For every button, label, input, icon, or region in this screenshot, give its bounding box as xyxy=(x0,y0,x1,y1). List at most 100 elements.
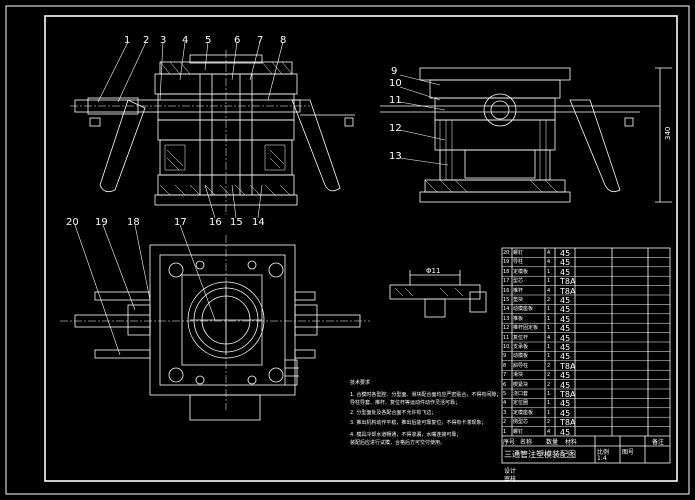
bom-cell-no: 13 xyxy=(503,315,510,322)
bom-cell-qty: 2 xyxy=(547,297,551,303)
bom-cell-mat: 45 xyxy=(560,296,571,305)
sheet-label: 图号 xyxy=(622,449,635,456)
part-no-2: 2 xyxy=(143,35,150,46)
bom-cell-name: 侧型芯 xyxy=(513,419,529,426)
bom-cell-no: 12 xyxy=(503,325,510,332)
bom-cell-qty: 1 xyxy=(547,400,551,407)
leader-lines xyxy=(74,41,449,356)
tee-part-view xyxy=(389,270,487,318)
bom-header-note: 备注 xyxy=(652,439,665,446)
bom-cell-name: 滑块 xyxy=(513,372,524,379)
bom-cell-qty: 1 xyxy=(547,325,551,332)
bom-cell-no: 6 xyxy=(503,381,507,388)
bom-cell-name: 动模板 xyxy=(513,353,529,360)
bom-cell-name: 推杆固定板 xyxy=(513,325,539,332)
bom-cell-no: 4 xyxy=(503,400,507,407)
bom-cell-mat: 45 xyxy=(560,427,571,437)
bom-cell-no: 10 xyxy=(503,344,510,350)
notes-line: 4. 模具冷却水道畅通，不得渗漏，水嘴连接可靠； xyxy=(350,432,462,438)
bom-header-mat: 材料 xyxy=(565,439,578,446)
bom-cell-qty: 4 xyxy=(547,428,551,435)
bom-cell-mat: 45 xyxy=(560,408,571,418)
height-dimension-text: 340 xyxy=(664,127,672,140)
bom-cell-mat: 45 xyxy=(560,352,571,362)
part-no-20: 20 xyxy=(66,217,79,228)
bom-cell-mat: T8A xyxy=(560,390,575,399)
bom-cell-no: 7 xyxy=(503,372,507,379)
bom-cell-name: 推板 xyxy=(513,315,524,322)
bom-cell-name: 定模座板 xyxy=(513,409,534,416)
side-view xyxy=(380,67,672,203)
bom-cell-qty: 1 xyxy=(547,409,551,416)
bom-cell-no: 3 xyxy=(503,409,507,416)
part-no-15: 15 xyxy=(230,217,243,228)
part-no-6: 6 xyxy=(234,35,241,46)
bom-cell-qty: 1 xyxy=(547,353,551,360)
bom-cell-name: 螺钉 xyxy=(513,428,524,435)
part-no-19: 19 xyxy=(95,217,108,228)
bom-cell-mat: 45 xyxy=(560,380,571,390)
bom-cell-mat: 45 xyxy=(560,399,571,409)
bom-cell-qty: 4 xyxy=(547,287,551,294)
bom-cell-qty: 4 xyxy=(547,334,551,341)
bom-cell-name: 复位杆 xyxy=(513,334,529,341)
part-no-4: 4 xyxy=(182,35,189,46)
bom-cell-no: 16 xyxy=(503,287,510,294)
bom-cell-name: 动模座板 xyxy=(513,306,534,313)
part-no-3: 3 xyxy=(160,35,167,46)
bom-cell-qty: 4 xyxy=(547,259,551,266)
bom-cell-mat: 45 xyxy=(560,324,571,334)
bom-cell-name: 支承板 xyxy=(513,344,529,350)
bom-cell-qty: 1 xyxy=(547,391,551,397)
bom-cell-name: 垫块 xyxy=(513,297,524,303)
bom-header-name: 名称 xyxy=(520,439,533,446)
bom-cell-no: 20 xyxy=(503,250,510,256)
bom-cell-no: 9 xyxy=(503,353,507,360)
design-label: 设计 xyxy=(504,468,517,475)
part-no-16: 16 xyxy=(209,217,222,228)
bom-cell-mat: 45 xyxy=(560,314,571,324)
part-no-9: 9 xyxy=(391,66,398,77)
bom-cell-name: 楔紧块 xyxy=(513,381,529,388)
bom-cell-mat: 45 xyxy=(560,305,571,315)
bom-cell-mat: T8A xyxy=(560,418,575,428)
bom-cell-no: 5 xyxy=(503,391,507,397)
bom-cell-no: 1 xyxy=(503,428,507,435)
bom-cell-name: 推杆 xyxy=(513,287,524,294)
notes-line: 2. 分型面处及各配合面不允许有飞边； xyxy=(350,410,437,416)
front-view xyxy=(70,50,355,215)
scale-label: 比例 xyxy=(597,449,610,456)
bom-cell-mat: 45 xyxy=(560,267,571,277)
bom-cell-no: 19 xyxy=(503,259,510,266)
part-no-5: 5 xyxy=(205,35,212,46)
bom-cell-qty: 2 xyxy=(547,419,551,426)
bom-cell-name: 型芯 xyxy=(513,278,524,285)
bom-cell-no: 2 xyxy=(503,419,507,426)
bom-cell-name: 斜导柱 xyxy=(513,362,529,369)
part-no-14: 14 xyxy=(252,217,265,228)
plan-view xyxy=(60,235,370,421)
bom-cell-name: 浇口套 xyxy=(513,391,529,397)
bom-cell-qty: 1 xyxy=(547,315,551,322)
bom-cell-name: 定模板 xyxy=(513,268,529,275)
bom-cell-qty: 2 xyxy=(547,372,551,379)
part-no-8: 8 xyxy=(280,35,287,46)
bom-cell-qty: 2 xyxy=(547,381,551,388)
check-label: 审核 xyxy=(504,476,517,483)
bom-cell-qty: 1 xyxy=(547,344,551,350)
drawing-title: 三通管注塑模装配图 xyxy=(504,450,576,459)
bom-cell-no: 11 xyxy=(503,334,510,341)
part-no-13: 13 xyxy=(389,151,402,162)
bom-header-qty: 数量 xyxy=(546,439,559,446)
scale-value: 1:4 xyxy=(597,455,607,462)
bom-cell-mat: 45 xyxy=(560,249,571,258)
bom-cell-mat: T8A xyxy=(560,286,575,296)
inner-frame xyxy=(44,15,678,482)
bom-cell-qty: 1 xyxy=(547,306,551,313)
bom-cell-no: 14 xyxy=(503,306,510,313)
bom-cell-qty: 2 xyxy=(547,362,551,369)
notes-line: 导柱导套、推杆、复位杆等运动件动作灵活可靠； xyxy=(350,400,461,406)
bom-cell-mat: T8A xyxy=(560,277,575,287)
bom-cell-qty: 4 xyxy=(547,250,551,256)
